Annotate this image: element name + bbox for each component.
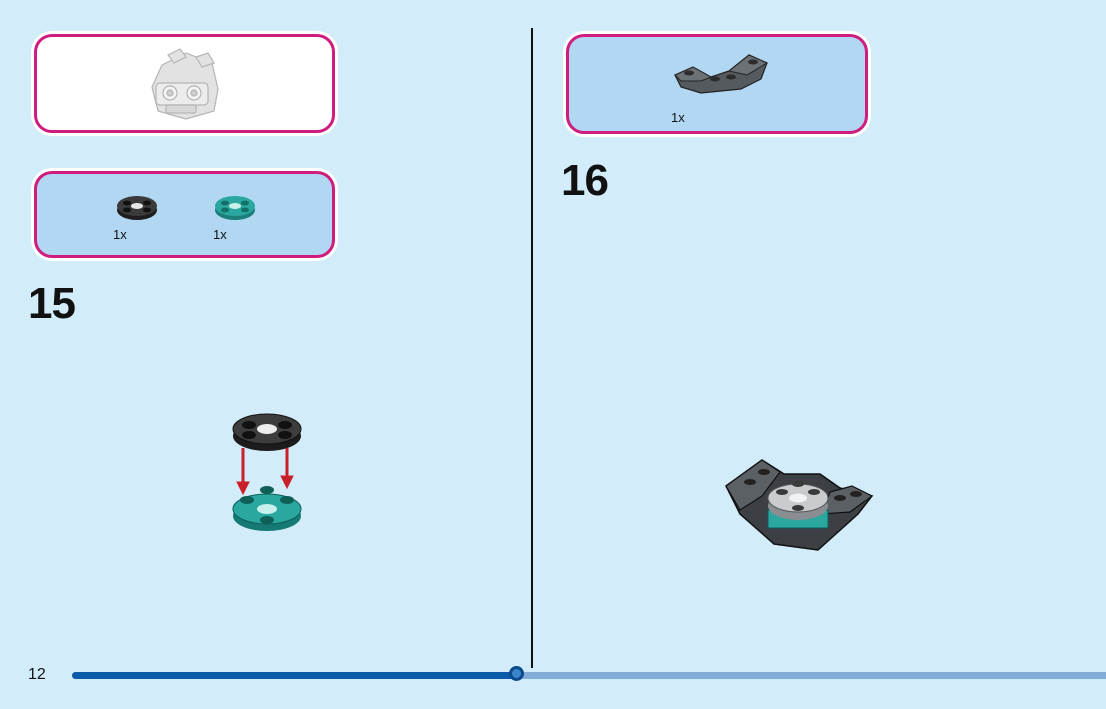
- step-16-parts-callout: 1x: [566, 34, 868, 134]
- step-15-number: 15: [28, 279, 76, 328]
- step-16-assembly-illustration: [725, 459, 874, 551]
- progress-fill: [72, 672, 517, 679]
- page-divider: [531, 28, 533, 668]
- placement-arrows: [236, 448, 294, 496]
- black-round-plate-part: [117, 196, 157, 220]
- step-15-parts-callout: 1x 1x: [34, 171, 335, 258]
- black-round-plate-qty: 1x: [113, 227, 127, 242]
- page-number: 12: [28, 666, 46, 683]
- progress-knob: [508, 666, 524, 681]
- grey-robot-head-model: [151, 48, 219, 120]
- inverted-slope-plate-qty: 1x: [671, 110, 685, 125]
- step-16-number: 16: [561, 156, 609, 205]
- teal-round-plate-part: [215, 196, 255, 220]
- inverted-slope-plate-part: [674, 54, 769, 94]
- context-preview-box: [34, 34, 335, 133]
- progress-bar: [72, 666, 1106, 681]
- teal-round-plate-qty: 1x: [213, 227, 227, 242]
- step-15-assembly-illustration: [232, 413, 302, 531]
